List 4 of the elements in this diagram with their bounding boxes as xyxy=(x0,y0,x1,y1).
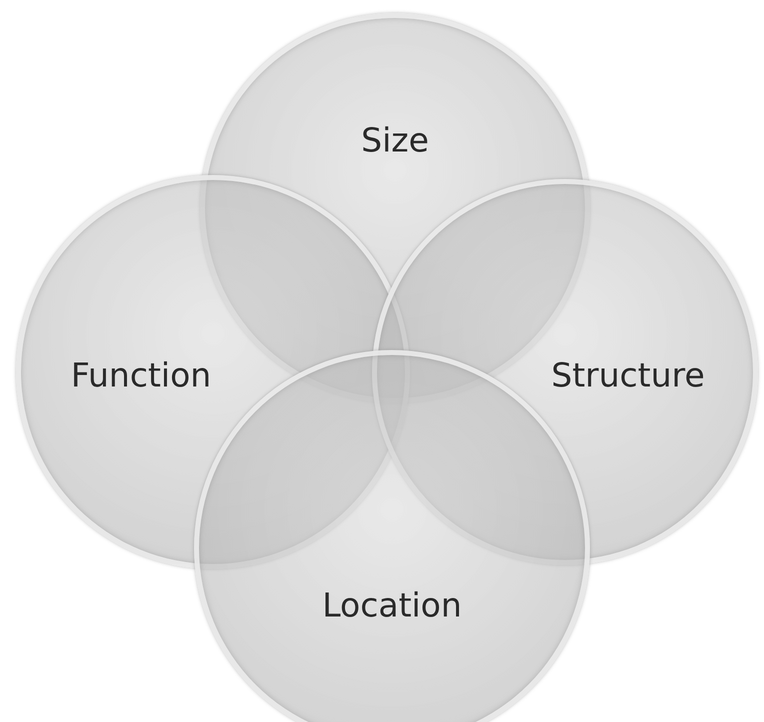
circle-label: Location xyxy=(322,586,462,624)
circle-label: Size xyxy=(361,120,429,160)
circle-label: Function xyxy=(70,356,212,394)
circle-label: Structure xyxy=(551,356,705,394)
